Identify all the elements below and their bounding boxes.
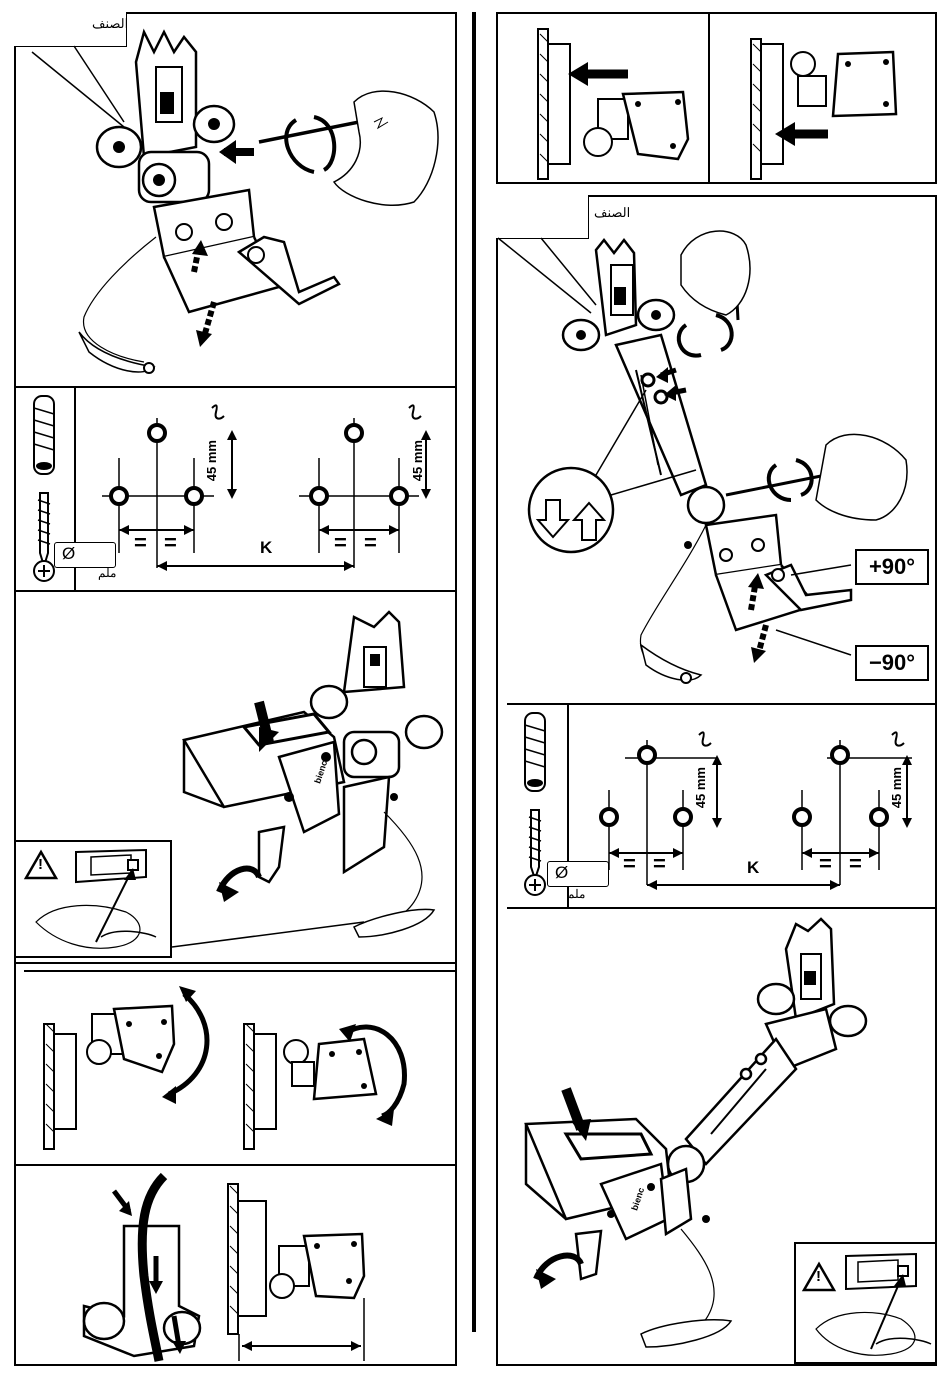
rotate-plus-label: +90° [869,554,915,580]
equal-sign-2: = [164,530,177,556]
panel-drilling-template-left: Ø ملم 45 mm 45 mm = = = [14,388,457,590]
rotate-plus-callout: +90° [855,549,929,585]
column-separator [472,12,476,1332]
plate-rotation-illustration [14,964,457,1164]
adjustable-arm-illustration [496,195,937,705]
hole-pattern-diagram-right [507,705,937,907]
distance-k-label: K [260,538,272,558]
equal-sign-4: = [364,530,377,556]
cable-routing-illustration [14,1166,457,1364]
hole-pattern-diagram [14,388,457,590]
panel-bar-mount-right: bienc ! [496,909,937,1364]
panel-adjustable-arm: الصنف [496,195,937,705]
warning-detail-illustration [16,842,174,960]
warning-inset-left: ! [14,840,172,958]
rotate-minus-label: −90° [869,650,915,676]
distance-k-label-right: K [747,858,759,878]
panel-assembly-step-1: الصنف [14,12,457,388]
spacing-label-3: 45 mm [693,767,708,808]
panel-drilling-template-right: Ø ملم 45 mm 45 mm = = = [507,705,937,907]
spacing-label-4: 45 mm [889,767,904,808]
equal-sign-3: = [334,530,347,556]
hinge-bracket-illustration [14,12,457,388]
rotate-minus-callout: −90° [855,645,929,681]
warning-detail-illustration-right [796,1244,939,1366]
wall-approach-illustration [498,14,939,186]
equal-sign-1: = [134,530,147,556]
spacing-label-1: 45 mm [204,440,219,481]
panel-cable-routing [14,1166,457,1364]
spacing-label-2: 45 mm [410,440,425,481]
panel-wall-approach [496,12,937,184]
equal-sign-8: = [849,851,862,877]
equal-sign-5: = [623,851,636,877]
panel-mount-bar: bienc ! [14,592,457,962]
warning-inset-right: ! [794,1242,937,1364]
equal-sign-6: = [653,851,666,877]
equal-sign-7: = [819,851,832,877]
panel-plate-rotation-left [14,964,457,1164]
